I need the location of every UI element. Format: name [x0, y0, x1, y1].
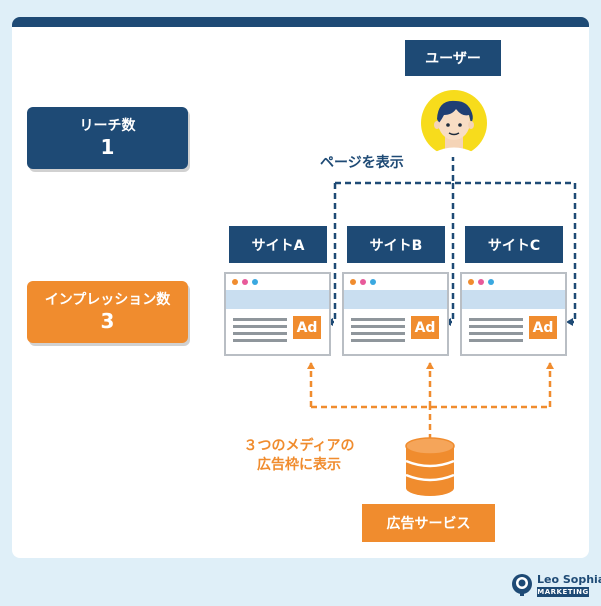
card-top-bar — [12, 17, 589, 27]
impressions-value: 3 — [100, 309, 115, 333]
reach-value: 1 — [100, 135, 115, 159]
ad-display-caption-line1: ３つのメディアの — [243, 438, 355, 454]
text-line — [351, 332, 405, 335]
window-dot-icon — [350, 279, 356, 285]
ad-service-label: 広告サービス — [362, 504, 495, 542]
text-line — [351, 339, 405, 342]
site-c-label: サイトC — [465, 226, 563, 263]
text-line — [469, 325, 523, 328]
window-dot-icon — [468, 279, 474, 285]
logo-text-line2: MARKETING — [537, 587, 589, 597]
window-dot-icon — [370, 279, 376, 285]
site-b-label: サイトB — [347, 226, 445, 263]
text-line — [233, 332, 287, 335]
text-line — [469, 339, 523, 342]
ad-display-caption: ３つのメディアの 広告枠に表示 — [228, 437, 370, 475]
text-line — [233, 325, 287, 328]
user-face-icon — [421, 90, 487, 157]
text-line — [351, 318, 405, 321]
window-dot-icon — [232, 279, 238, 285]
site-c-window: Ad — [460, 272, 567, 356]
page-header-band — [462, 290, 565, 309]
page-view-label: ページを表示 — [320, 155, 404, 171]
page-header-band — [226, 290, 329, 309]
site-b-window: Ad — [342, 272, 449, 356]
user-label: ユーザー — [405, 40, 501, 76]
reach-title: リーチ数 — [79, 118, 136, 134]
window-dot-icon — [488, 279, 494, 285]
window-dot-icon — [242, 279, 248, 285]
database-icon — [405, 437, 455, 496]
text-line — [469, 318, 523, 321]
text-line — [351, 325, 405, 328]
text-line — [469, 332, 523, 335]
impressions-metric-box: インプレッション数 3 — [27, 281, 188, 343]
ad-delivery-connector — [307, 362, 554, 440]
browser-chrome — [462, 274, 565, 290]
logo-text-line1: Leo Sophia — [537, 573, 601, 586]
site-a-window: Ad — [224, 272, 331, 356]
window-dot-icon — [478, 279, 484, 285]
reach-metric-box: リーチ数 1 — [27, 107, 188, 169]
ad-slot: Ad — [411, 316, 439, 339]
text-line — [233, 318, 287, 321]
text-line — [233, 339, 287, 342]
browser-chrome — [226, 274, 329, 290]
ad-slot: Ad — [529, 316, 557, 339]
ad-display-caption-line2: 広告枠に表示 — [257, 457, 341, 473]
site-a-label: サイトA — [229, 226, 327, 263]
ad-slot: Ad — [293, 316, 321, 339]
impressions-title: インプレッション数 — [44, 292, 171, 308]
window-dot-icon — [252, 279, 258, 285]
leo-sophia-logo-icon — [512, 574, 532, 596]
page-header-band — [344, 290, 447, 309]
window-dot-icon — [360, 279, 366, 285]
browser-chrome — [344, 274, 447, 290]
